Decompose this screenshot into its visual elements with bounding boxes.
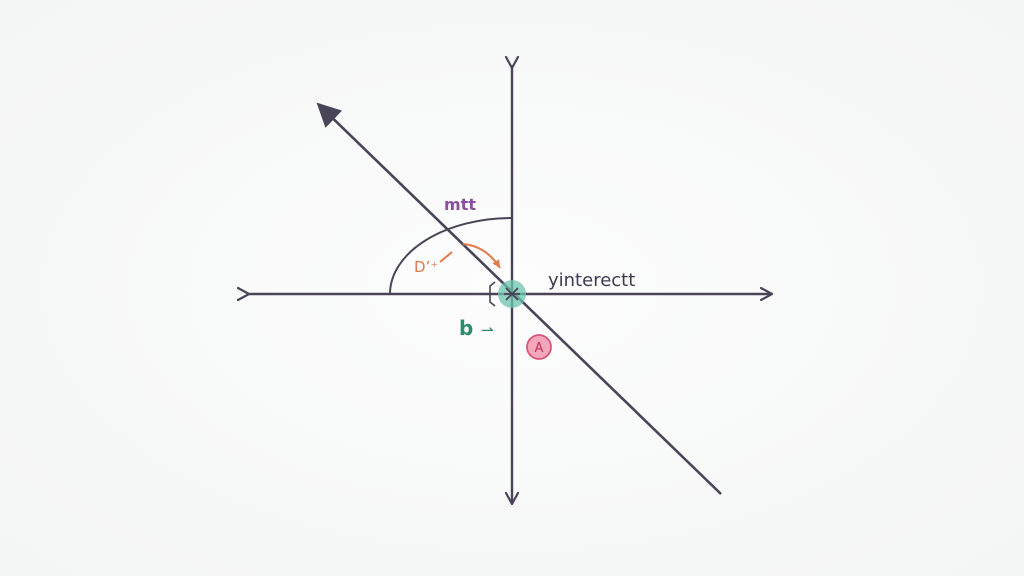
slope-label: mtt [444,195,476,214]
intercept-star-icon [504,287,520,301]
angle-label: D’⁺ [414,258,438,276]
b-arrow-icon: ⇀ [481,321,494,339]
intercept-bracket [489,281,496,307]
angle-tick [439,251,453,263]
b-label: b [459,316,473,340]
slope-arc [389,217,513,295]
angle-arrow [462,243,501,269]
point-a-marker [526,334,552,360]
y-intercept-label: yinterectt [548,270,635,291]
point-a-label: A [535,341,544,356]
